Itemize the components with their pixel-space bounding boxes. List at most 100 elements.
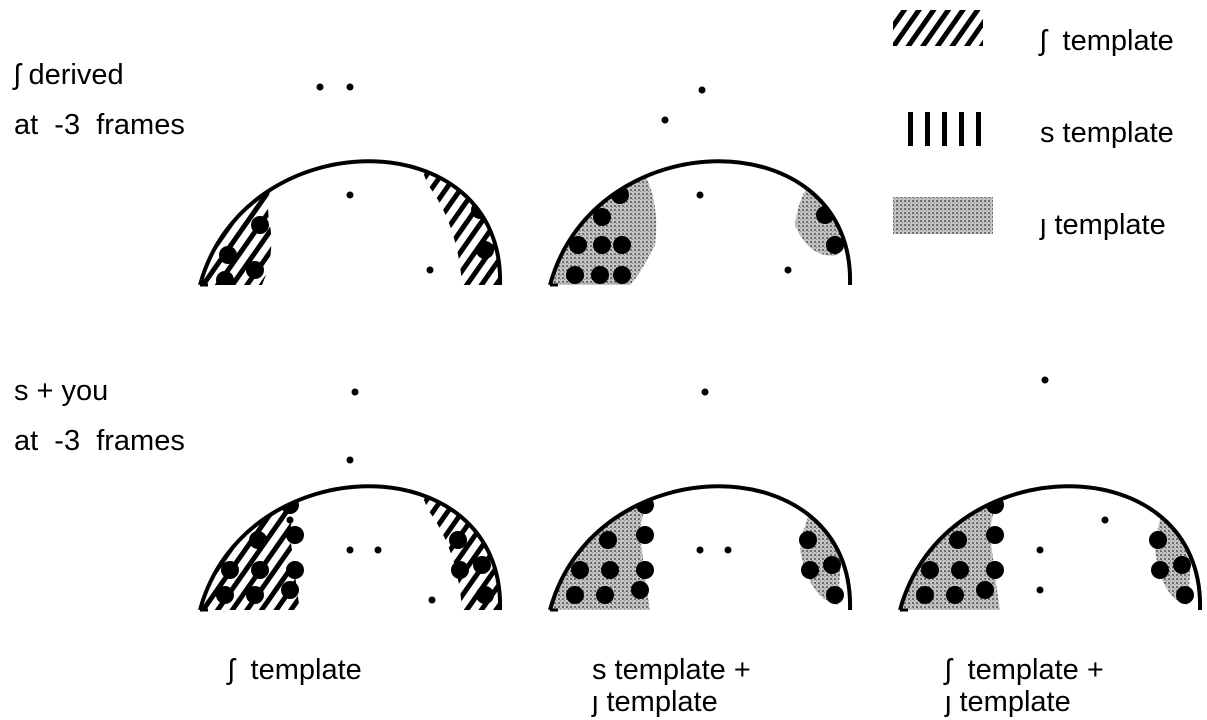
- electrode-large: [571, 561, 589, 579]
- electrode-small: [785, 267, 792, 274]
- electrode-large: [811, 481, 829, 499]
- electrode-large: [219, 246, 237, 264]
- electrode-large: [449, 531, 467, 549]
- electrode-large: [286, 561, 304, 579]
- electrode-large: [951, 561, 969, 579]
- vertical-stripe: [674, 45, 678, 93]
- electrode-small: [697, 192, 704, 199]
- electrode-large: [986, 426, 1004, 444]
- electrode-large: [246, 586, 264, 604]
- electrode-large: [449, 451, 467, 469]
- electrode-large: [946, 501, 964, 519]
- electrode-large: [451, 561, 469, 579]
- electrode-large: [246, 466, 264, 484]
- electrode-large: [281, 581, 299, 599]
- electrode-large: [599, 531, 617, 549]
- electrode-small: [352, 389, 359, 396]
- scalp-region-group: [200, 391, 500, 610]
- legend-swatch-stipple: [893, 197, 993, 234]
- electrode-large: [566, 586, 584, 604]
- electrode-large: [803, 166, 821, 184]
- head-diagram-row2-stemplate-jtemplate: [550, 370, 850, 610]
- electrode-large: [251, 436, 269, 454]
- vertical-stripe: [758, 370, 762, 426]
- head-diagram-row1-shtemplate: [200, 71, 500, 289]
- electrode-large: [591, 181, 609, 199]
- electrode-large: [249, 531, 267, 549]
- electrode-large: [606, 401, 624, 419]
- electrode-large: [641, 111, 659, 129]
- electrode-large: [596, 501, 614, 519]
- electrode-large: [426, 96, 444, 114]
- head-diagram-row2-shtemplate-jtemplate: [900, 377, 1200, 611]
- electrode-large: [591, 266, 609, 284]
- electrode-large: [799, 531, 817, 549]
- electrode-large: [953, 406, 971, 424]
- electrode-large: [221, 561, 239, 579]
- vertical-stripe: [618, 370, 622, 426]
- electrode-small: [662, 117, 669, 124]
- electrode-small: [1042, 377, 1049, 384]
- electrode-large: [773, 416, 791, 434]
- caption-col2-line2: ȷ template: [592, 685, 718, 719]
- electrode-large: [983, 396, 1001, 414]
- legend-swatch-hatch: [893, 10, 983, 46]
- electrode-large: [251, 401, 269, 419]
- electrode-large: [476, 586, 494, 604]
- electrode-large: [1173, 556, 1191, 574]
- electrode-large: [921, 561, 939, 579]
- caption-col3-line2: ȷ template: [945, 685, 1071, 719]
- vertical-stripe: [674, 370, 678, 418]
- electrode-large: [1176, 586, 1194, 604]
- electrode-large: [1161, 481, 1179, 499]
- electrode-large: [986, 561, 1004, 579]
- vertical-stripe: [772, 45, 776, 99]
- electrode-large: [221, 131, 239, 149]
- electrode-small: [317, 84, 324, 91]
- electrode-large: [773, 106, 791, 124]
- scalp-region-group: [550, 45, 844, 285]
- electrode-small: [347, 547, 354, 554]
- electrode-large: [251, 561, 269, 579]
- legend-label-stipple: ȷ template: [1040, 208, 1166, 242]
- electrode-large: [221, 436, 239, 454]
- electrode-large: [669, 401, 687, 419]
- electrode-large: [636, 389, 654, 407]
- electrode-large: [473, 556, 491, 574]
- electrode-large: [1149, 531, 1167, 549]
- electrode-small: [347, 84, 354, 91]
- electrode-large: [286, 526, 304, 544]
- scalp-region-group: [900, 386, 1194, 610]
- head-diagram-row2-shtemplate: [200, 389, 500, 611]
- electrode-large: [601, 561, 619, 579]
- electrode-large: [949, 531, 967, 549]
- electrode-large: [921, 436, 939, 454]
- electrode-large: [476, 241, 494, 259]
- electrode-large: [571, 436, 589, 454]
- electrode-large: [826, 586, 844, 604]
- electrode-large: [216, 586, 234, 604]
- electrode-large: [946, 586, 964, 604]
- electrode-large: [823, 556, 841, 574]
- template-region: [1105, 390, 1150, 435]
- electrode-large: [446, 126, 464, 144]
- caption-col3-line1: ʃ template +: [945, 653, 1104, 687]
- vertical-stripe: [716, 45, 720, 87]
- electrode-large: [569, 176, 587, 194]
- scalp-region-group: [550, 370, 844, 610]
- electrode-large: [799, 451, 817, 469]
- electrode-large: [586, 116, 604, 134]
- electrode-small: [429, 597, 436, 604]
- row-label-2-line2: at -3 frames: [14, 424, 185, 458]
- template-region: [405, 450, 500, 610]
- electrode-large: [986, 526, 1004, 544]
- electrode-large: [283, 426, 301, 444]
- electrode-large: [636, 526, 654, 544]
- electrode-large: [1151, 561, 1169, 579]
- vertical-stripe: [772, 370, 776, 424]
- electrode-large: [459, 166, 477, 184]
- electrode-small: [699, 87, 706, 94]
- electrode-large: [596, 586, 614, 604]
- electrode-large: [976, 581, 994, 599]
- electrode-large: [279, 461, 297, 479]
